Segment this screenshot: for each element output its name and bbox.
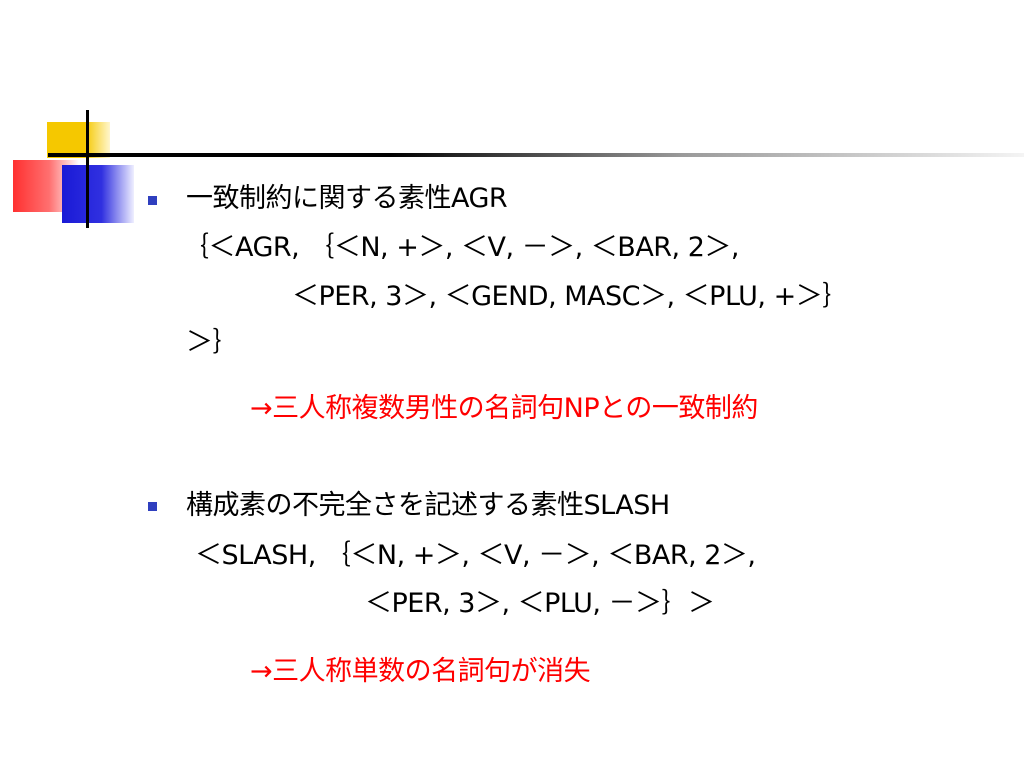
agr-feature-line-1: ｛＜AGR, ｛＜N, +＞, ＜V, －＞, ＜BAR, 2＞, xyxy=(182,232,739,263)
decor-horizontal-rule xyxy=(48,153,1024,157)
agr-feature-line-3: ＞｝ xyxy=(186,327,240,358)
bullet-heading-slash: 構成素の不完全さを記述する素性SLASH xyxy=(186,490,670,521)
slash-note: →三人称単数の名詞句が消失 xyxy=(250,656,591,687)
decor-blue-square xyxy=(62,165,134,223)
slash-feature-line-1: ＜SLASH, ｛＜N, +＞, ＜V, －＞, ＜BAR, 2＞, xyxy=(195,540,756,571)
bullet-marker-icon xyxy=(148,502,157,511)
agr-note: →三人称複数男性の名詞句NPとの一致制約 xyxy=(250,393,758,424)
bullet-heading-agr: 一致制約に関する素性AGR xyxy=(186,183,508,214)
bullet-marker-icon xyxy=(148,196,157,205)
agr-feature-line-2: ＜PER, 3＞, ＜GEND, MASC＞, ＜PLU, +＞｝ xyxy=(292,281,849,312)
decor-vertical-rule xyxy=(86,110,89,228)
decor-yellow-square xyxy=(47,122,110,158)
slash-feature-line-2: ＜PER, 3＞, ＜PLU, －＞｝＞ xyxy=(365,588,715,619)
